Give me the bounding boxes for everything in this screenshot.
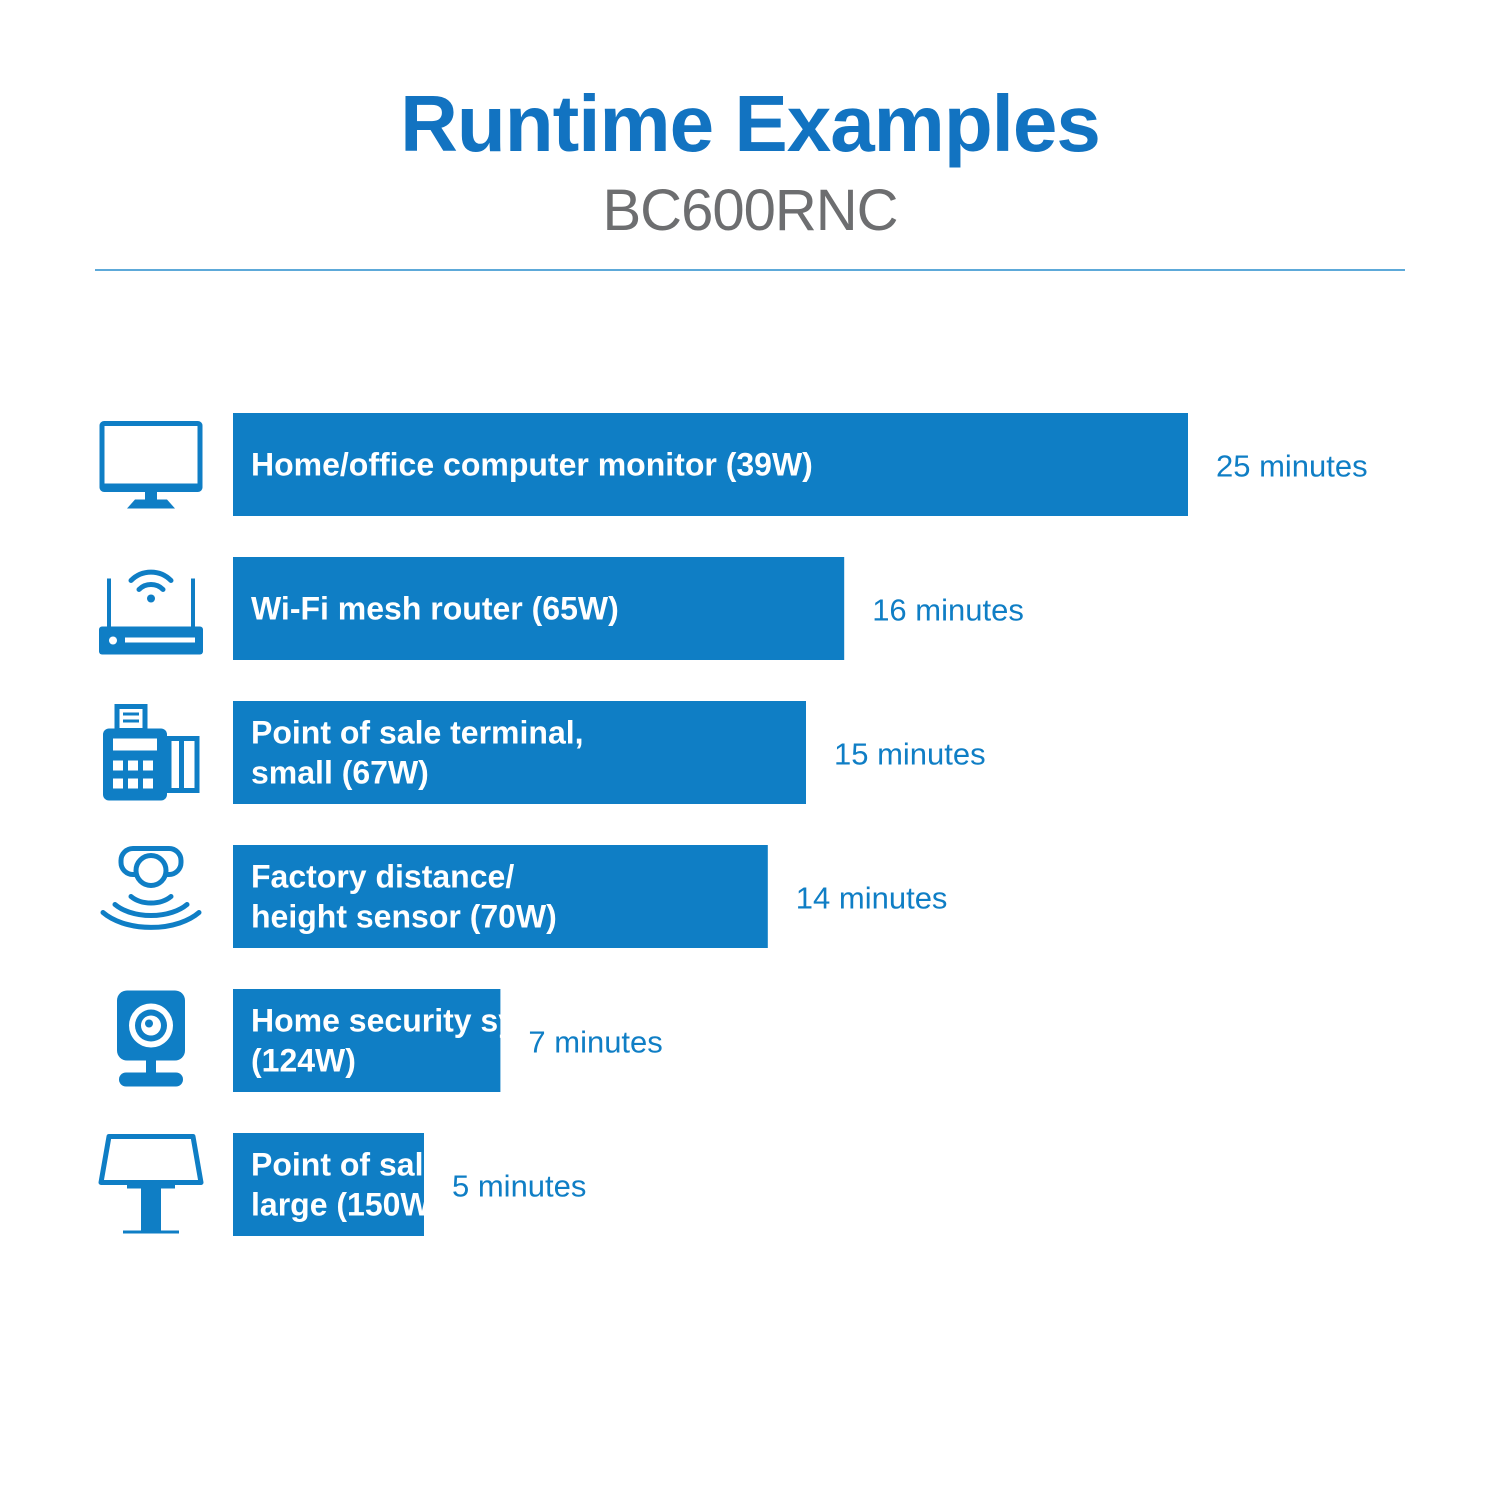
distance-sensor-icon xyxy=(100,846,202,930)
value-label: 16 minutes xyxy=(872,593,1024,628)
bar-category-label: (124W) xyxy=(251,1043,356,1079)
pos-terminal-large-icon xyxy=(98,1134,204,1234)
chart-subtitle: BC600RNC xyxy=(602,178,899,243)
value-label: 5 minutes xyxy=(452,1169,586,1204)
bar-category-label: Wi-Fi mesh router (65W) xyxy=(251,591,619,627)
bar xyxy=(233,413,1188,516)
security-camera-icon xyxy=(117,990,185,1087)
bar xyxy=(233,701,806,804)
monitor-icon xyxy=(99,421,203,509)
bar xyxy=(233,989,501,1092)
bar xyxy=(233,557,845,660)
bar-category-label: height sensor (70W) xyxy=(251,899,557,935)
value-label: 7 minutes xyxy=(528,1025,662,1060)
wifi-router-icon xyxy=(99,569,203,655)
bar xyxy=(233,845,768,948)
bar-category-label: large (150W) xyxy=(251,1187,441,1223)
value-label: 14 minutes xyxy=(796,881,948,916)
pos-terminal-small-icon xyxy=(103,704,200,801)
value-label: 25 minutes xyxy=(1216,449,1368,484)
bar-category-label: Point of sale terminal, xyxy=(251,1147,584,1183)
bar-category-label: Factory distance/ xyxy=(251,859,514,895)
value-label: 15 minutes xyxy=(834,737,986,772)
divider xyxy=(95,269,1405,271)
chart-title: Runtime Examples xyxy=(400,79,1101,168)
bar-category-label: small (67W) xyxy=(251,755,429,791)
bar-category-label: Home security system xyxy=(251,1003,591,1039)
bar-category-label: Point of sale terminal, xyxy=(251,715,584,751)
bar xyxy=(233,1133,424,1236)
bar-category-label: Home/office computer monitor (39W) xyxy=(251,447,813,483)
